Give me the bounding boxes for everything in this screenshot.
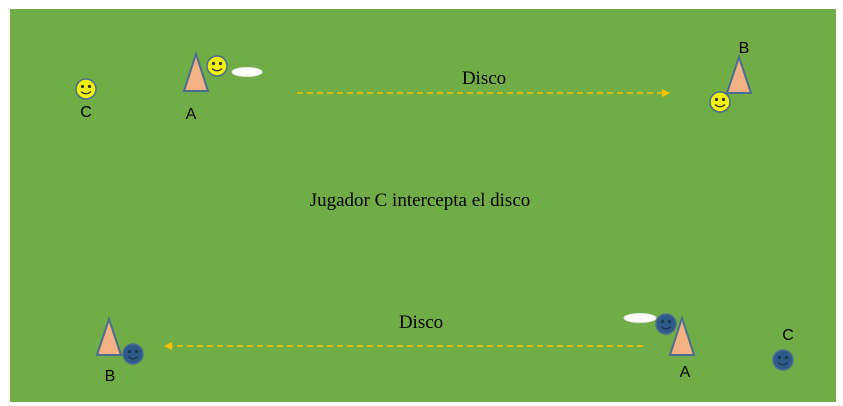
cone-icon — [668, 314, 696, 356]
top-arrow-label: Disco — [462, 68, 506, 89]
top-player-b: B — [709, 40, 753, 113]
blue-smiley-icon — [772, 349, 794, 371]
top-player-c-label: C — [80, 104, 92, 121]
top-player-b-label: B — [739, 40, 750, 57]
yellow-smiley-icon — [206, 55, 228, 77]
top-player-a: A — [182, 50, 263, 123]
bottom-player-a-label: A — [680, 364, 691, 381]
top-player-c: C — [75, 78, 97, 121]
playing-field: C A Disco B Jugador C intercepta el disc… — [10, 9, 836, 402]
disc-icon — [231, 67, 263, 77]
blue-smiley-icon — [655, 313, 677, 335]
cone-icon — [725, 53, 753, 94]
bottom-arrow-label: Disco — [399, 312, 443, 333]
bottom-player-a: A — [623, 313, 696, 381]
bottom-player-b: B — [95, 315, 144, 385]
middle-caption: Jugador C intercepta el disco — [310, 190, 531, 211]
yellow-smiley-icon — [75, 78, 97, 100]
cone-icon — [95, 315, 123, 356]
cone-icon — [182, 50, 210, 92]
bottom-player-c-label: C — [782, 327, 794, 344]
yellow-smiley-icon — [709, 91, 731, 113]
field-background — [10, 9, 836, 402]
top-player-a-label: A — [186, 106, 197, 123]
blue-smiley-icon — [122, 343, 144, 365]
bottom-player-b-label: B — [105, 368, 116, 385]
disc-icon — [623, 313, 657, 323]
bottom-player-c: C — [772, 327, 794, 371]
